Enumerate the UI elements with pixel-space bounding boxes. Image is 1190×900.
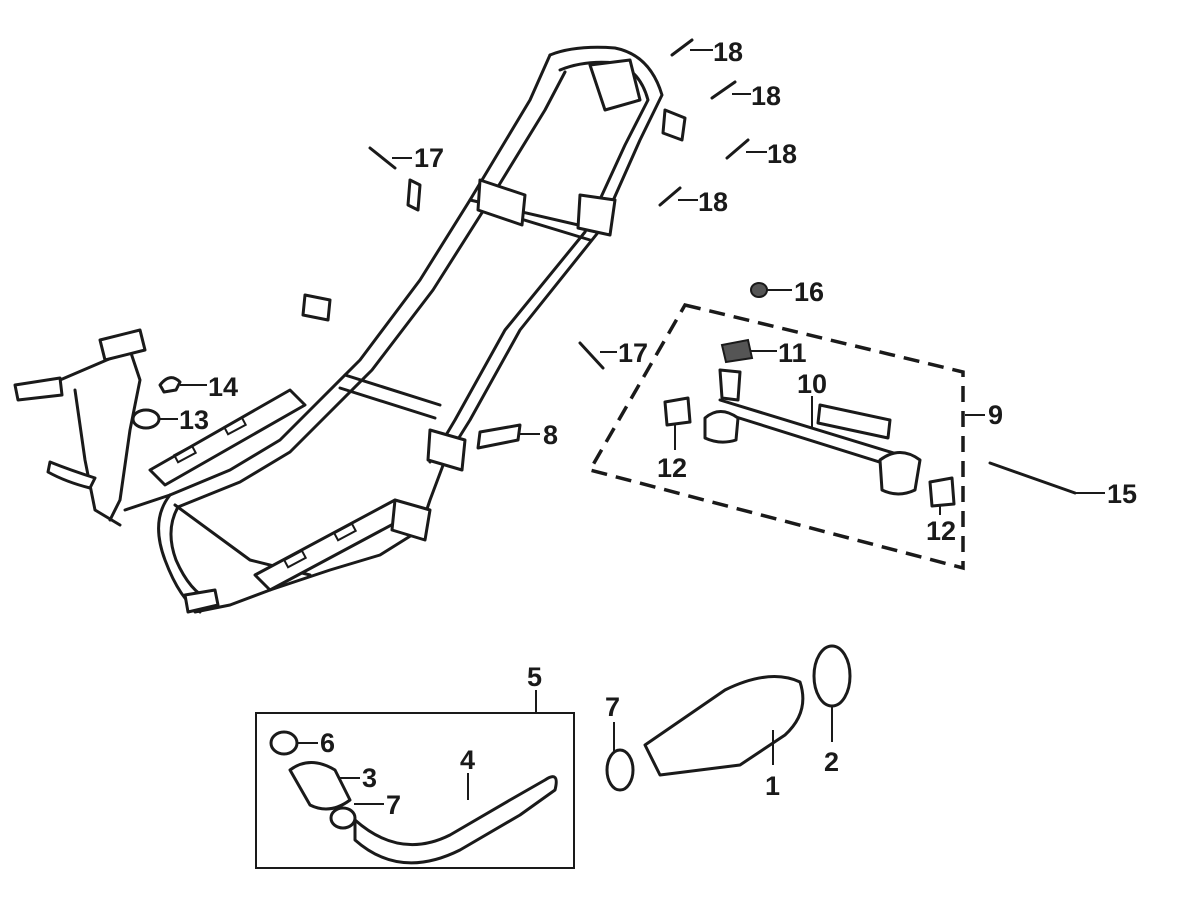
- part-14-clip: [158, 376, 182, 394]
- assembly-9-dashed-box: [587, 302, 965, 571]
- callout-17-b: 17: [618, 338, 648, 368]
- callout-18-c: 18: [767, 139, 797, 169]
- callout-10: 10: [797, 369, 827, 399]
- callout-7-b: 7: [386, 790, 401, 820]
- callout-8: 8: [543, 420, 558, 450]
- callout-15: 15: [1107, 479, 1137, 509]
- part-7b-clamp: [329, 806, 357, 830]
- leader-lines: [160, 49, 1105, 805]
- callout-9: 9: [988, 400, 1003, 430]
- callout-18-b: 18: [751, 81, 781, 111]
- frame-assembly: [13, 45, 687, 614]
- bolts-17: [368, 146, 605, 370]
- part-16-nut: [750, 282, 768, 298]
- callout-18-d: 18: [698, 187, 728, 217]
- callout-17-a: 17: [414, 143, 444, 173]
- part-8-bracket: [476, 423, 522, 450]
- part-4-duct: [353, 775, 558, 865]
- callout-4: 4: [460, 745, 475, 775]
- callout-14: 14: [208, 372, 238, 402]
- callout-labels: 18 18 18 18 17 16 17 11 10 9 12 12 15 14…: [179, 37, 1137, 820]
- callout-2: 2: [824, 747, 839, 777]
- callout-13: 13: [179, 405, 209, 435]
- callout-3: 3: [362, 763, 377, 793]
- part-6-ring: [269, 730, 299, 756]
- callout-18-a: 18: [713, 37, 743, 67]
- part-1-air-duct: [643, 675, 805, 777]
- part-15-long-bolt: [988, 461, 1077, 495]
- part-7a-clamp: [605, 748, 635, 792]
- callout-6: 6: [320, 728, 335, 758]
- callout-5: 5: [527, 662, 542, 692]
- callout-1: 1: [765, 771, 780, 801]
- bolts-18: [658, 38, 750, 207]
- callout-12-b: 12: [926, 516, 956, 546]
- part-11-rubber-mount: [720, 338, 754, 364]
- part-12-bushings: [663, 396, 956, 508]
- callout-11: 11: [778, 338, 807, 368]
- assembly-5-box: [255, 712, 575, 869]
- part-3-boot: [288, 761, 352, 811]
- callout-12-a: 12: [657, 453, 687, 483]
- part-13-bushing: [131, 408, 161, 430]
- part-10-engine-hanger: [703, 368, 922, 496]
- callout-7-a: 7: [605, 692, 620, 722]
- part-2-clamp: [812, 644, 852, 708]
- callout-16: 16: [794, 277, 824, 307]
